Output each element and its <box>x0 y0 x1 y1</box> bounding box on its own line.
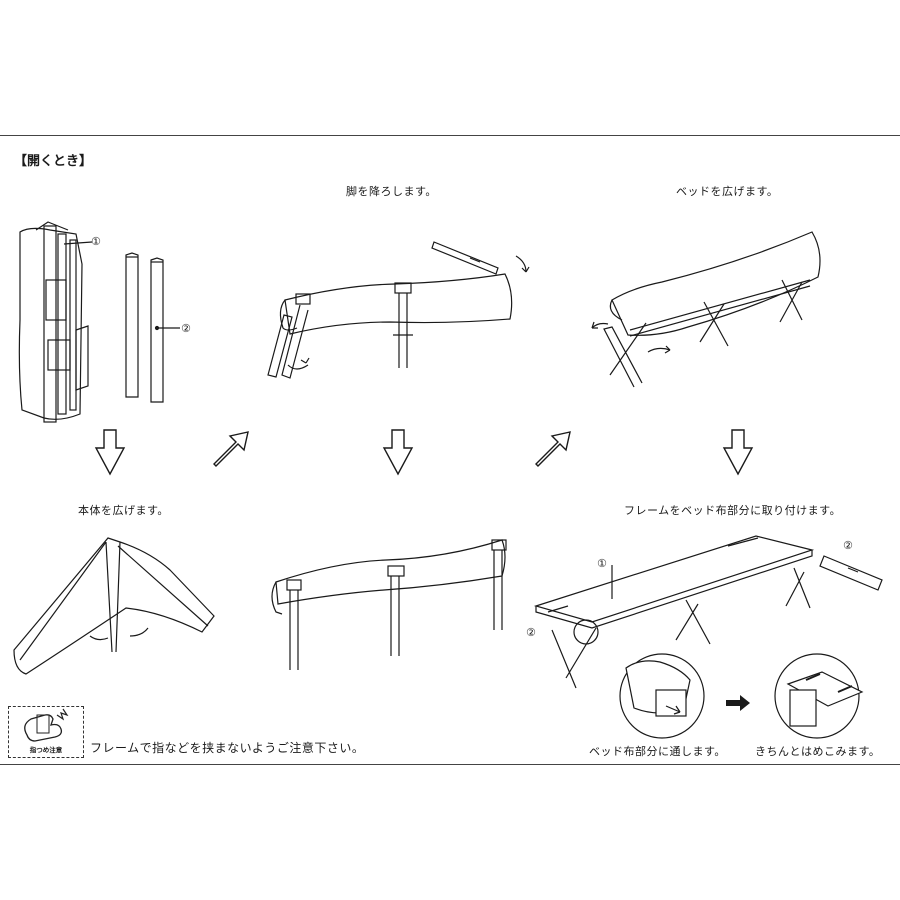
detail-snap-caption: きちんとはめこみます。 <box>755 745 881 758</box>
callout-part2-crossbar: ② <box>843 539 853 552</box>
callout-part2-bars: ② <box>181 322 191 335</box>
snap-detail-illustration <box>774 653 864 739</box>
lower-legs-illustration <box>267 241 530 379</box>
step-spread-bed-caption: ベッドを広げます。 <box>676 185 779 198</box>
callout-part1-folded: ① <box>91 235 101 248</box>
loose-bars-illustration <box>125 252 180 403</box>
arrow-down-icon <box>382 429 414 476</box>
pinch-warning-text: フレームで指などを挟まないようご注意下さい。 <box>90 741 365 755</box>
arrow-right-icon <box>726 695 750 711</box>
step-spread-body-caption: 本体を広げます。 <box>78 504 169 517</box>
pinch-hand-icon <box>24 708 69 742</box>
step-attach-frame-caption: フレームをベッド布部分に取り付けます。 <box>624 504 842 517</box>
callout-part2-end: ② <box>526 626 536 639</box>
arrow-down-icon <box>722 429 754 476</box>
section-title: 【開くとき】 <box>14 154 93 169</box>
instruction-frame <box>0 135 900 765</box>
spread-bed-illustration <box>591 231 821 388</box>
arrow-diagonal-icon <box>213 431 249 467</box>
arrow-down-icon <box>94 429 126 476</box>
detail-insert-caption: ベッド布部分に通します。 <box>589 745 726 758</box>
cot-standing-illustration <box>271 539 507 670</box>
step-lower-legs-caption: 脚を降ろします。 <box>346 185 437 198</box>
pinch-warning-badge: 指つめ注意 <box>8 706 84 758</box>
folded-cot-illustration <box>18 221 93 423</box>
spread-body-illustration <box>13 537 215 675</box>
arrow-diagonal-icon <box>535 431 571 467</box>
attach-frame-illustration <box>533 535 883 689</box>
pinch-warning-badge-label: 指つめ注意 <box>29 746 63 754</box>
insert-detail-illustration <box>619 653 705 739</box>
callout-part1-cot: ① <box>597 557 607 570</box>
